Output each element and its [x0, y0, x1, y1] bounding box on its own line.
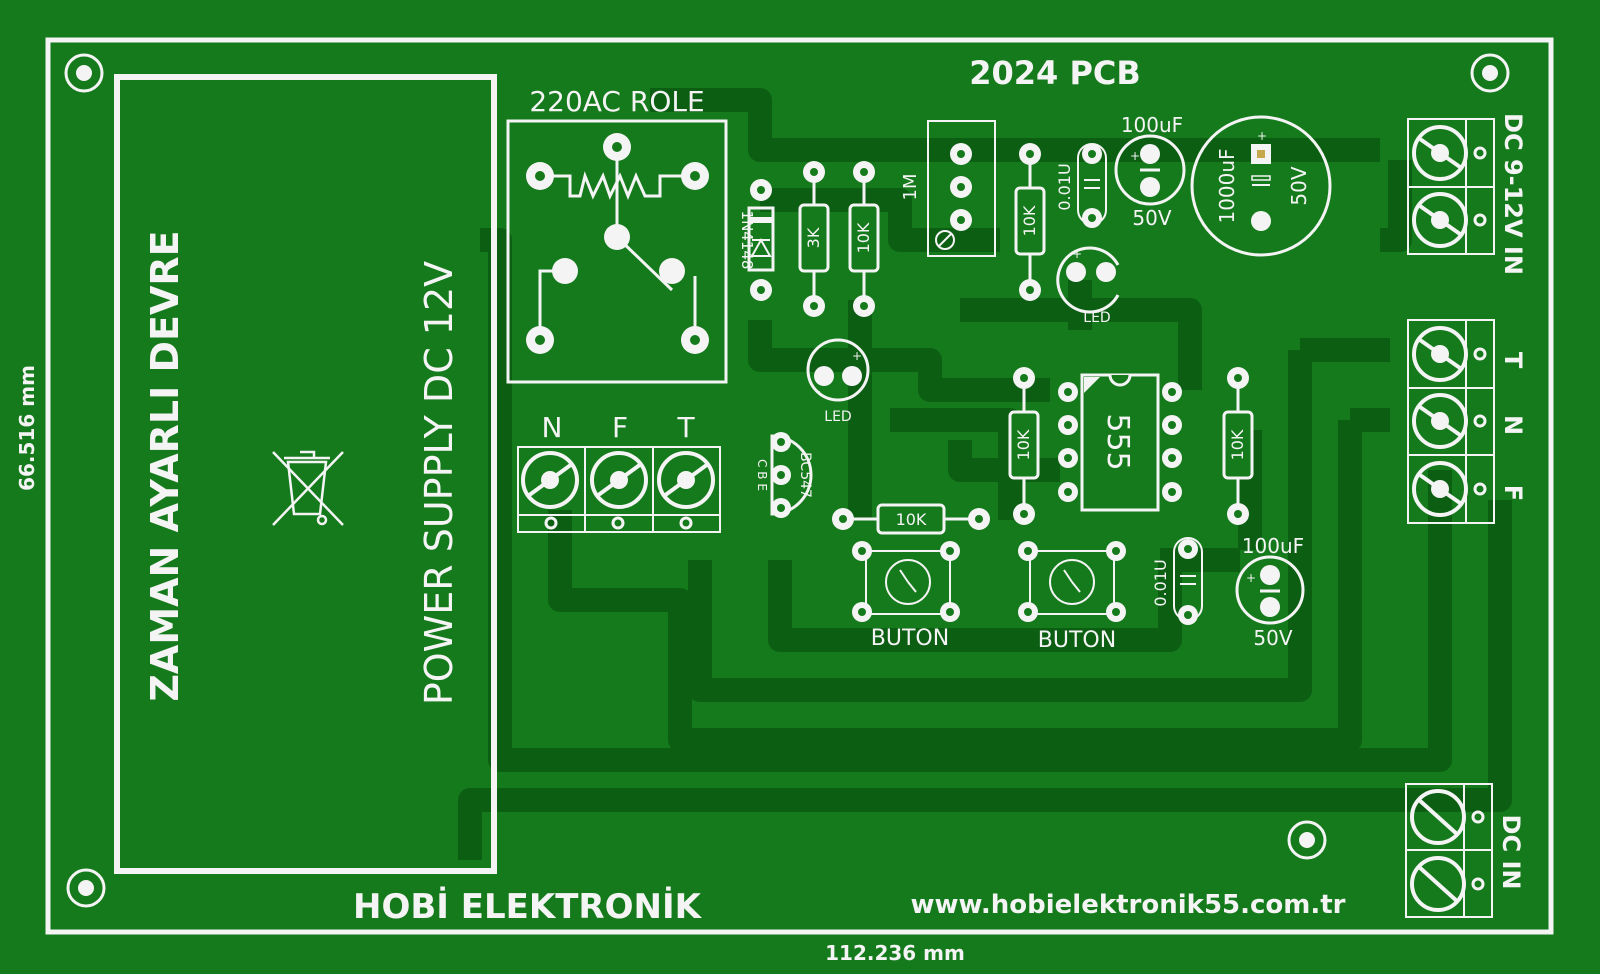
board-title: 2024 PCB — [969, 54, 1141, 92]
resistor-10k-horizontal: 10K — [832, 503, 990, 535]
terminal-label-n: N — [542, 411, 563, 444]
terminal-block-dc-9-12v: DC 9-12V IN — [1407, 113, 1527, 275]
push-button-b: BUTON — [1018, 541, 1126, 653]
terminal-label-f: F — [612, 411, 628, 444]
svg-text:+: + — [1130, 149, 1140, 163]
capacitor-1000uf: + 1000uF 50V — [1190, 115, 1332, 257]
svg-text:+: + — [1072, 247, 1082, 261]
trimpot-1m: 1M — [900, 120, 996, 257]
resistor-3k: 3K — [798, 161, 830, 317]
svg-text:+: + — [1257, 129, 1267, 143]
resistor-10k-top: 10K — [848, 161, 880, 317]
dc-in-label: DC IN — [1497, 815, 1525, 890]
terminal-block-dc-in: DC IN — [1405, 783, 1525, 918]
mounting-hole-top-right — [1470, 53, 1510, 93]
led-top-label: LED — [1083, 310, 1110, 326]
push-button-a-label: BUTON — [871, 626, 949, 651]
transistor-pins: C B E — [755, 459, 769, 491]
website-text: www.hobielektronik55.com.tr — [910, 890, 1345, 920]
transistor-bc547: BC547 C B E — [755, 432, 813, 518]
trimpot-label: 1M — [900, 174, 921, 201]
svg-text:-: - — [816, 384, 820, 398]
capacitor-100uf-top: 100uF + 50V — [1114, 113, 1186, 230]
weee-bin-icon — [272, 450, 344, 526]
ic-555: 555 — [1058, 373, 1182, 512]
dc-9-12v-label: DC 9-12V IN — [1499, 113, 1527, 275]
height-dimension: 66.516 mm — [15, 365, 39, 491]
left-module-title: ZAMAN AYARLI DEVRE — [143, 230, 187, 701]
transistor-label: BC547 — [797, 452, 813, 498]
capacitor-100uf-bottom-voltage: 50V — [1253, 626, 1292, 650]
resistor-10k-right-555-label: 10K — [1228, 429, 1247, 460]
terminal-label-right-t: T — [1499, 352, 1527, 369]
mounting-holes — [64, 53, 1510, 908]
capacitor-100uf-bottom: 100uF + 50V — [1235, 534, 1305, 650]
svg-text:+: + — [852, 349, 862, 363]
resistor-10k-horizontal-label: 10K — [896, 510, 927, 529]
relay-label: 220AC ROLE — [529, 85, 704, 118]
psu-label: POWER SUPPLY DC 12V — [417, 261, 461, 705]
mounting-hole-bottom-mid — [1287, 820, 1327, 860]
capacitor-001u-top: 0.01U — [1055, 143, 1107, 228]
terminal-block-tnf: T N F — [1407, 319, 1527, 524]
push-button-b-label: BUTON — [1038, 628, 1116, 653]
resistor-10k-top-label: 10K — [854, 222, 873, 253]
mounting-hole-top-left — [64, 53, 104, 93]
board-outline — [45, 37, 1554, 935]
resistor-10k-right-555: 10K — [1222, 367, 1254, 525]
mounting-hole-bottom-left — [66, 868, 106, 908]
resistor-10k-b-label: 10K — [1020, 205, 1039, 236]
resistor-3k-label: 3K — [804, 227, 823, 248]
svg-text:+: + — [1246, 571, 1256, 585]
capacitor-1000uf-voltage: 50V — [1287, 166, 1311, 205]
led-top: + LED — [1056, 246, 1120, 326]
diode-label: 1N4148 — [738, 211, 756, 270]
resistor-10k-left-555-label: 10K — [1014, 429, 1033, 460]
psu-module-outline — [114, 74, 497, 874]
capacitor-100uf-top-voltage: 50V — [1132, 206, 1171, 230]
terminal-label-t: T — [676, 411, 695, 444]
ic-555-label: 555 — [1100, 413, 1135, 470]
push-button-a: BUTON — [852, 541, 960, 651]
resistor-10k-b: 10K — [1014, 143, 1046, 301]
capacitor-100uf-top-label: 100uF — [1121, 113, 1183, 137]
terminal-label-right-n: N — [1499, 415, 1527, 435]
led-middle-label: LED — [824, 409, 851, 425]
relay: 220AC ROLE — [506, 85, 728, 384]
led-middle: + - LED — [806, 338, 870, 425]
capacitor-001u-bottom-label: 0.01U — [1151, 559, 1170, 606]
brand-text: HOBİ ELEKTRONİK — [353, 886, 703, 927]
capacitor-001u-top-label: 0.01U — [1055, 163, 1074, 210]
diode-1n4148: 1N4148 — [738, 179, 775, 301]
terminal-label-right-f: F — [1499, 485, 1527, 501]
resistor-10k-left-555: 10K — [1008, 367, 1040, 525]
capacitor-001u-bottom: 0.01U — [1151, 537, 1203, 625]
capacitor-1000uf-label: 1000uF — [1215, 148, 1239, 223]
capacitor-100uf-bottom-label: 100uF — [1242, 534, 1304, 558]
copper-traces — [458, 88, 1512, 860]
width-dimension: 112.236 mm — [825, 941, 965, 965]
terminal-block-nft: N F T — [517, 411, 721, 533]
